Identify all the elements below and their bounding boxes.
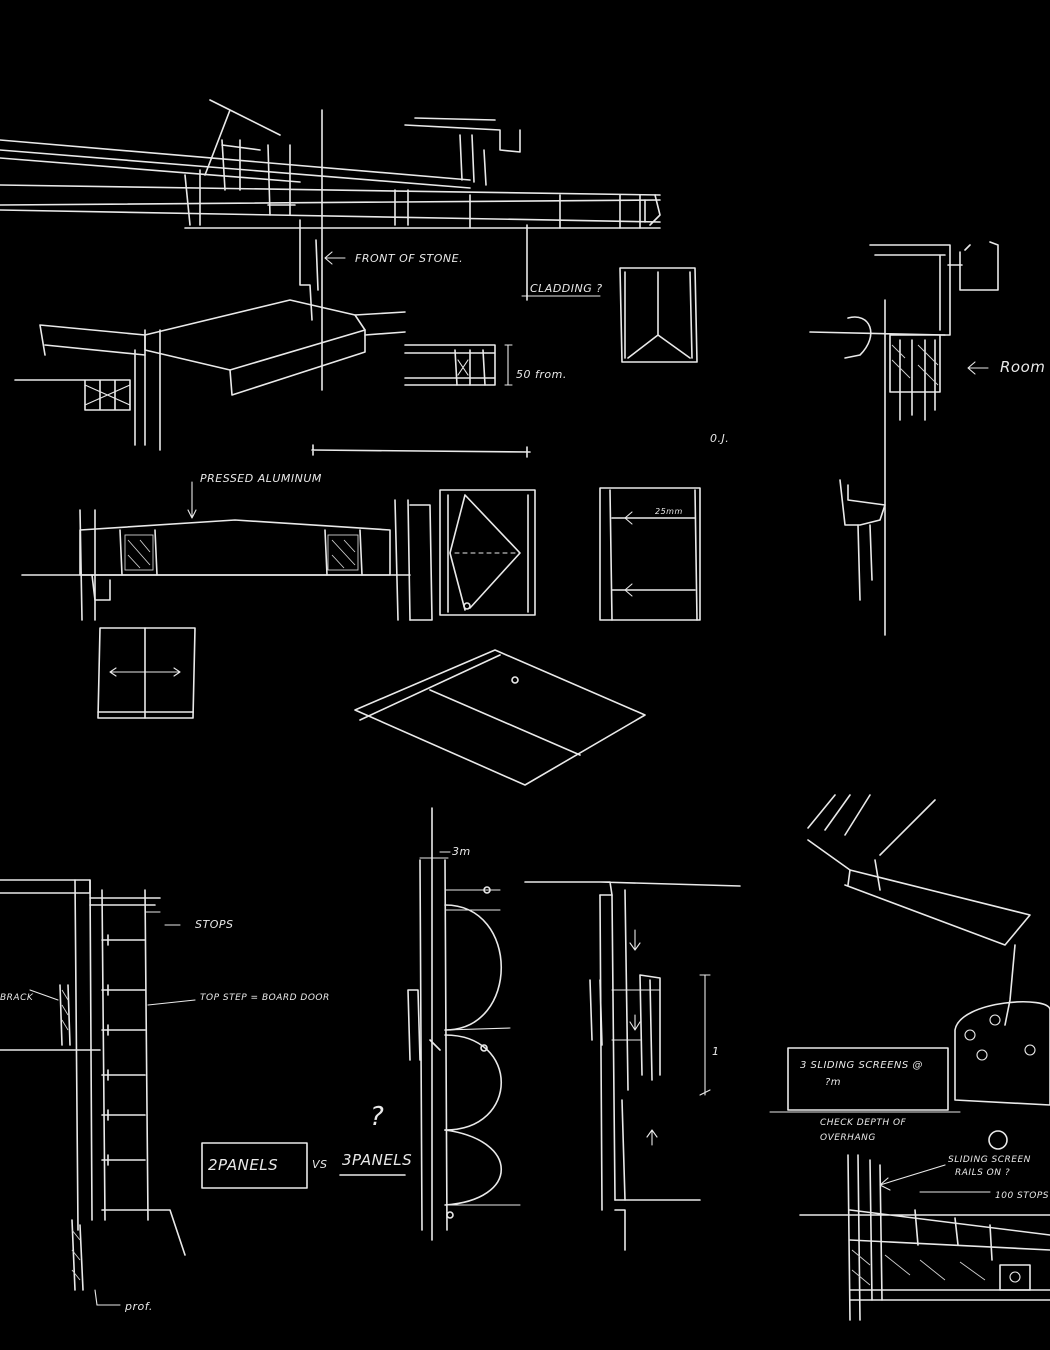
pressed-aluminum-section: PRESSED ALUMINUM bbox=[21, 472, 433, 621]
stone-slab-perspective bbox=[14, 299, 406, 451]
sliding-screens-label-2: ?m bbox=[825, 1077, 841, 1088]
sliding-screen-rails-label: SLIDING SCREEN bbox=[948, 1155, 1031, 1165]
panels-comparison: ? 2PANELS VS 3PANELS bbox=[201, 1102, 412, 1189]
panel-diamond-elevation bbox=[439, 489, 536, 616]
sliding-screens-note: 3 SLIDING SCREENS @ ?m CHECK DEPTH OF OV… bbox=[769, 1047, 961, 1143]
cladding-note: CLADDING ? bbox=[521, 282, 603, 297]
door-swing-section: 3m bbox=[407, 807, 521, 1241]
stops-section: STOPS TOP STEP = BOARD DOOR BRACK prof. bbox=[0, 879, 330, 1313]
front-of-stone-label: FRONT OF STONE. bbox=[355, 252, 463, 265]
stops-label: STOPS bbox=[195, 918, 233, 931]
rails-on-label: RAILS ON ? bbox=[955, 1168, 1010, 1178]
room-label: Room bbox=[1000, 358, 1045, 376]
check-depth-label: CHECK DEPTH OF bbox=[820, 1118, 907, 1128]
three-panels-label: 3PANELS bbox=[342, 1151, 412, 1169]
panel-arrow-elevation: 25mm bbox=[599, 487, 701, 621]
cladding-label: CLADDING ? bbox=[530, 282, 603, 295]
top-step-label: TOP STEP = BOARD DOOR bbox=[200, 993, 330, 1003]
dim-25mm-label: 25mm bbox=[655, 507, 683, 516]
dim-1-label: 1 bbox=[712, 1045, 720, 1058]
prof-label: prof. bbox=[124, 1300, 153, 1313]
front-of-stone-note: FRONT OF STONE. bbox=[324, 251, 463, 265]
window-elevation bbox=[97, 627, 196, 719]
eave-detail: Room bbox=[809, 241, 1045, 636]
dim-50-label: 50 from. bbox=[516, 368, 567, 381]
vs-label: VS bbox=[312, 1158, 328, 1171]
overhang-perspective bbox=[807, 794, 1050, 1106]
sliding-door-section: 1 bbox=[524, 881, 741, 1251]
roof-section-sketch bbox=[0, 99, 661, 391]
overhang-label: OVERHANG bbox=[820, 1133, 876, 1143]
panel-v-elevation bbox=[619, 267, 698, 363]
small-frame-section: 50 from. bbox=[404, 344, 567, 386]
sliding-screens-label: 3 SLIDING SCREENS @ bbox=[800, 1060, 923, 1071]
question-mark: ? bbox=[370, 1102, 384, 1132]
perspective-sheet bbox=[354, 649, 646, 786]
dim-oj-label: 0.J. bbox=[710, 432, 729, 445]
dim-3m-label: 3m bbox=[452, 845, 471, 858]
pressed-aluminum-label: PRESSED ALUMINUM bbox=[200, 472, 322, 485]
dimension-line: 0.J. bbox=[311, 432, 729, 458]
screen-rail-detail: SLIDING SCREEN RAILS ON ? 100 STOPS bbox=[799, 1130, 1050, 1321]
left-fragment-label: BRACK bbox=[0, 993, 34, 1003]
two-panels-label: 2PANELS bbox=[208, 1156, 278, 1174]
rail-dim-label: 100 STOPS bbox=[995, 1191, 1049, 1201]
